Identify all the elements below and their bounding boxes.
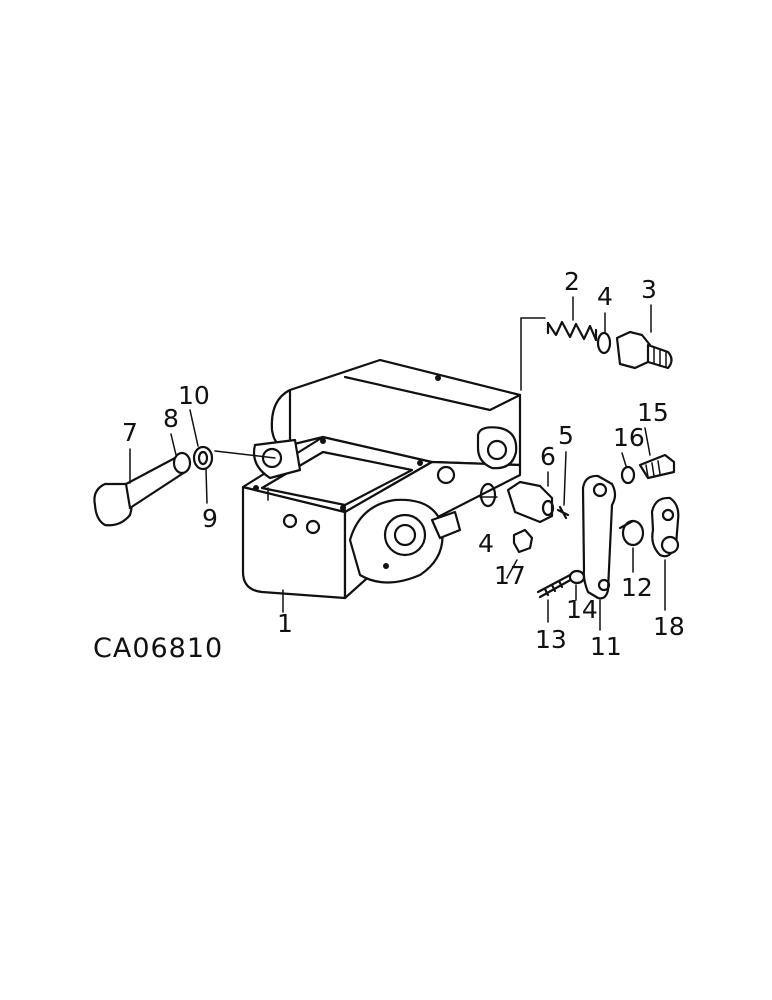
ring-part-8	[172, 451, 192, 475]
callout-12: 12	[621, 573, 653, 602]
nut-part-14	[568, 569, 586, 585]
callout-6: 6	[540, 442, 556, 471]
adjusting-plug-part-3	[615, 330, 673, 370]
callout-14: 14	[566, 595, 598, 624]
nut-part-17	[512, 528, 534, 554]
bolt-part-15	[638, 453, 676, 480]
callout-7: 7	[122, 418, 138, 447]
callout-17: 17	[494, 561, 526, 590]
reference-code: CA06810	[93, 633, 223, 664]
callout-13: 13	[535, 625, 567, 654]
callout-4-lower: 4	[478, 529, 494, 558]
arm-part-18	[650, 496, 680, 558]
washer-part-16	[620, 465, 636, 485]
callout-11: 11	[590, 632, 622, 661]
callout-16: 16	[613, 423, 645, 452]
callout-leaders	[129, 296, 666, 631]
o-ring-part-4-upper	[596, 331, 612, 355]
housing-part-1	[241, 358, 522, 600]
callout-18: 18	[653, 612, 685, 641]
stud-part-13	[536, 572, 576, 599]
callout-9: 9	[202, 504, 218, 533]
spring-part-2	[546, 320, 598, 342]
callout-5: 5	[558, 421, 574, 450]
callout-labels: 1 2 3 4 4 5 6 7 8 9 10 11 12 13 14 15 16…	[122, 267, 685, 661]
callout-1: 1	[277, 609, 293, 638]
callout-10: 10	[178, 381, 210, 410]
lever-part-11	[581, 474, 617, 600]
o-ring-part-4-lower	[479, 482, 497, 508]
spool-part-7	[93, 456, 187, 527]
callout-15: 15	[637, 398, 669, 427]
bushing-part-12	[618, 519, 645, 547]
fitting-part-6	[506, 480, 555, 524]
callout-4-upper: 4	[597, 282, 613, 311]
callout-2: 2	[564, 267, 580, 296]
screw-part-5	[556, 505, 570, 520]
callout-8: 8	[163, 404, 179, 433]
seal-part-10	[192, 445, 214, 471]
callout-3: 3	[641, 275, 657, 304]
